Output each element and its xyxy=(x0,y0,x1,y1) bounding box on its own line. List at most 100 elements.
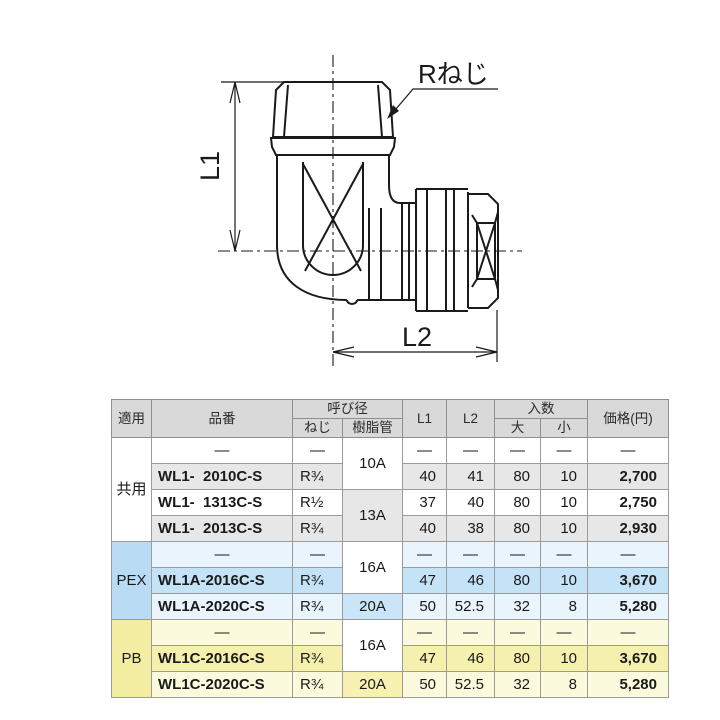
cell-qty-small: — xyxy=(540,541,588,568)
spec-table-container: 適用 品番 呼び径 L1 L2 入数 価格(円) ねじ 樹脂管 大 小 共用 —… xyxy=(111,399,669,698)
cell-part: WL1A-2020C-S xyxy=(151,593,293,620)
cell-l2: 38 xyxy=(446,515,495,542)
cell-thread: — xyxy=(292,619,343,646)
cell-part: WL1- 2013C-S xyxy=(151,515,293,542)
cell-price: 5,280 xyxy=(587,671,669,698)
cell-qty-small: 10 xyxy=(540,463,588,490)
header-resin-pipe: 樹脂管 xyxy=(342,418,403,438)
cell-price: 2,700 xyxy=(587,463,669,490)
cell-part: WL1C-2020C-S xyxy=(151,671,293,698)
cell-resin-pipe: 13A xyxy=(342,489,403,542)
elbow-fitting-svg: L1 L2 Rねじ xyxy=(195,55,522,370)
cell-thread: R½ xyxy=(292,489,343,516)
cell-thread: R¾ xyxy=(292,645,343,672)
group-label: PEX xyxy=(111,541,152,620)
cell-part: WL1A-2016C-S xyxy=(151,567,293,594)
cell-l2: 41 xyxy=(446,463,495,490)
table-row: WL1- 2013C-S R¾ 40 38 80 10 2,930 xyxy=(112,515,669,542)
cell-qty-small: 10 xyxy=(540,567,588,594)
table-row: 共用 — — 10A — — — — — xyxy=(111,437,669,542)
cell-qty-small: — xyxy=(540,619,588,646)
cell-l1: 50 xyxy=(402,671,447,698)
cell-thread: R¾ xyxy=(292,567,343,594)
cell-part: — xyxy=(151,437,293,464)
cell-thread: — xyxy=(292,437,343,464)
cell-qty-large: 80 xyxy=(494,489,541,516)
cell-qty-large: 32 xyxy=(494,671,541,698)
cell-price: 2,750 xyxy=(587,489,669,516)
table-row: WL1C-2016C-S R¾ 47 46 80 10 3,670 xyxy=(112,645,669,672)
group-label: 共用 xyxy=(111,437,152,542)
table-row: WL1A-2020C-S R¾ 20A 50 52.5 32 8 5,280 xyxy=(112,593,669,620)
cell-l1: 40 xyxy=(402,515,447,542)
cell-part: WL1- 1313C-S xyxy=(151,489,293,516)
cell-qty-large: 80 xyxy=(494,567,541,594)
cell-price: 3,670 xyxy=(587,567,669,594)
cell-price: — xyxy=(587,437,669,464)
l1-dimension: L1 xyxy=(195,81,286,252)
table-row: PEX — — 16A — — — — — xyxy=(111,541,669,620)
cell-price: — xyxy=(587,541,669,568)
cell-thread: — xyxy=(292,541,343,568)
thread-label: Rねじ xyxy=(418,59,489,89)
cell-l2: — xyxy=(446,619,495,646)
cell-part: WL1C-2016C-S xyxy=(151,645,293,672)
cell-qty-small: 8 xyxy=(540,593,588,620)
table-row: PB — — 16A — — — — — xyxy=(111,619,669,698)
cell-qty-small: — xyxy=(540,437,588,464)
cell-part: — xyxy=(151,541,293,568)
cell-part: WL1- 2010C-S xyxy=(151,463,293,490)
cell-l1: — xyxy=(402,541,447,568)
header-qty: 入数 xyxy=(494,399,588,419)
cell-qty-small: 10 xyxy=(540,489,588,516)
cell-part: — xyxy=(151,619,293,646)
centerlines xyxy=(218,55,522,370)
header-part-no: 品番 xyxy=(151,399,293,438)
l2-label: L2 xyxy=(402,322,432,352)
cell-qty-small: 8 xyxy=(540,671,588,698)
header-qty-small: 小 xyxy=(540,418,588,438)
header-apply: 適用 xyxy=(111,399,152,438)
cell-l2: 52.5 xyxy=(446,671,495,698)
cell-qty-large: 80 xyxy=(494,645,541,672)
cell-qty-small: 10 xyxy=(540,515,588,542)
cell-thread: R¾ xyxy=(292,593,343,620)
group-label: PB xyxy=(111,619,152,698)
fitting-outline xyxy=(269,81,499,312)
cell-l2: 46 xyxy=(446,645,495,672)
spec-table: 適用 品番 呼び径 L1 L2 入数 価格(円) ねじ 樹脂管 大 小 共用 —… xyxy=(111,399,669,698)
cell-price: 5,280 xyxy=(587,593,669,620)
table-row: WL1A-2016C-S R¾ 47 46 80 10 3,670 xyxy=(112,567,669,594)
cell-l2: 52.5 xyxy=(446,593,495,620)
table-row: WL1- 2010C-S R¾ 40 41 80 10 2,700 xyxy=(112,463,669,490)
cell-price: 2,930 xyxy=(587,515,669,542)
cell-l1: 50 xyxy=(402,593,447,620)
cell-l1: 47 xyxy=(402,567,447,594)
cell-price: 3,670 xyxy=(587,645,669,672)
header-qty-large: 大 xyxy=(494,418,541,438)
cell-l2: 46 xyxy=(446,567,495,594)
cell-l1: 37 xyxy=(402,489,447,516)
leader-arrowhead xyxy=(387,105,399,119)
header-nominal-dia: 呼び径 xyxy=(292,399,403,419)
cell-l2: — xyxy=(446,541,495,568)
cell-qty-small: 10 xyxy=(540,645,588,672)
cell-l1: — xyxy=(402,437,447,464)
cell-resin-pipe: 10A xyxy=(342,437,403,490)
header-thread: ねじ xyxy=(292,418,343,438)
l2-dimension: L2 xyxy=(332,310,498,362)
header-l2: L2 xyxy=(446,399,495,438)
header-l1: L1 xyxy=(402,399,447,438)
cell-qty-large: — xyxy=(494,619,541,646)
l1-label: L1 xyxy=(195,151,225,181)
cell-price: — xyxy=(587,619,669,646)
cell-resin-pipe: 16A xyxy=(342,619,403,672)
thread-leader: Rねじ xyxy=(387,59,498,119)
cell-thread: R¾ xyxy=(292,463,343,490)
cell-l2: 40 xyxy=(446,489,495,516)
cell-qty-large: 32 xyxy=(494,593,541,620)
cell-l1: 40 xyxy=(402,463,447,490)
cell-qty-large: — xyxy=(494,541,541,568)
cell-resin-pipe: 16A xyxy=(342,541,403,594)
cell-resin-pipe: 20A xyxy=(342,593,403,620)
